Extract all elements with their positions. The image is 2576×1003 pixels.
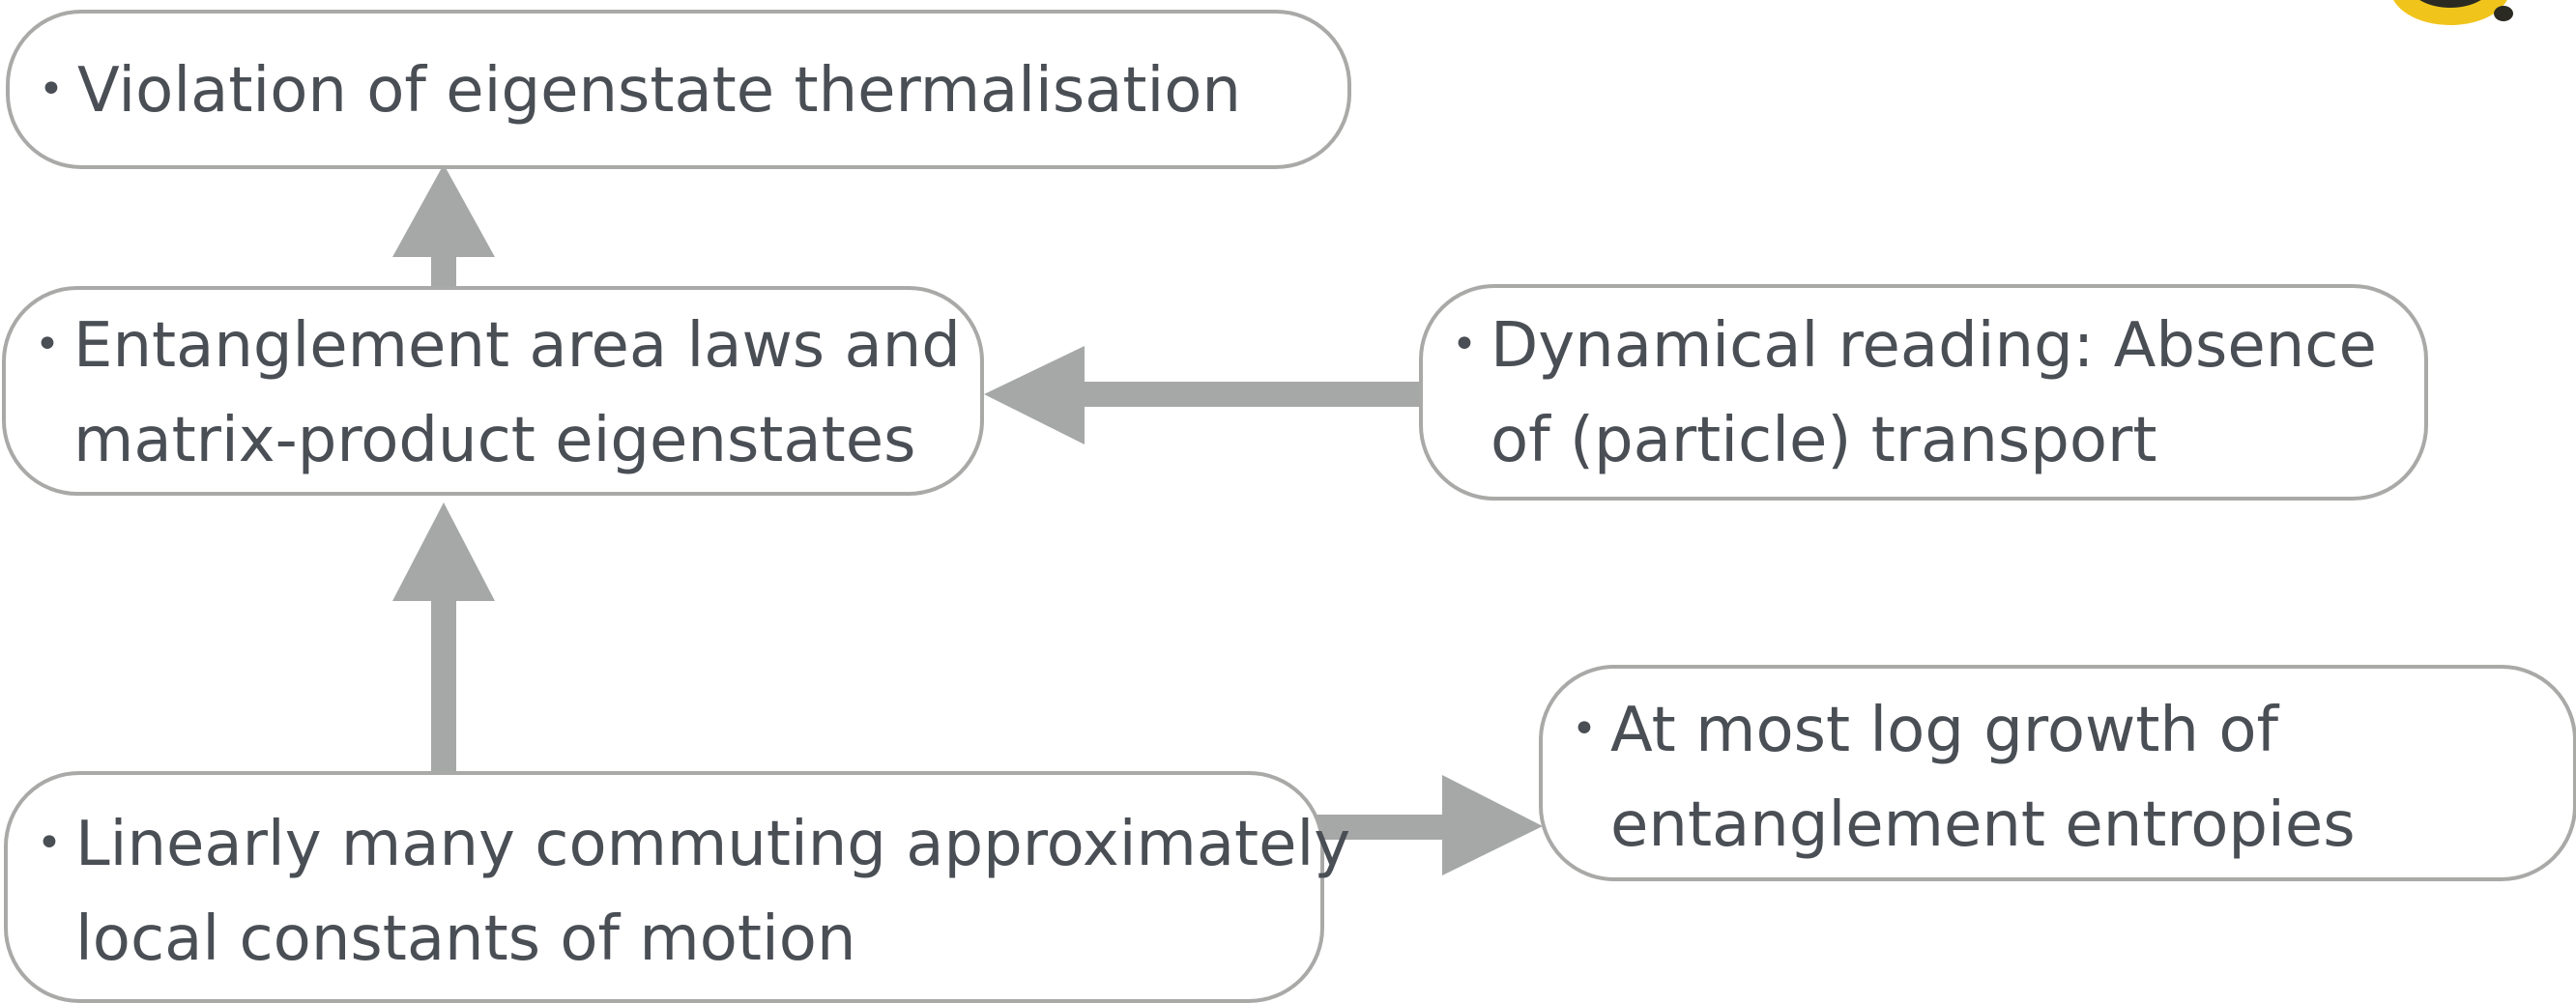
arrow-dynamical-to-arealaws — [984, 346, 1424, 444]
node-linearly: Linearly many commuting approximately lo… — [4, 771, 1350, 1003]
node-area-laws: Entanglement area laws and matrix-produc… — [2, 286, 984, 496]
partial-logo-icon — [2393, 0, 2513, 25]
node-violation: Violation of eigenstate thermalisation — [6, 10, 1351, 169]
node-log-growth-line-1: At most log growth of — [1572, 682, 2573, 778]
node-area-laws-line-1: Entanglement area laws and — [35, 298, 980, 393]
node-dynamical-line-2: of (particle) transport — [1491, 405, 2157, 476]
node-dynamical-line-1: Dynamical reading: Absence — [1452, 298, 2424, 393]
node-linearly-line-1: Linearly many commuting approximately — [37, 796, 1350, 892]
arrow-linearly-to-arealaws — [392, 502, 495, 773]
node-linearly-line-2: local constants of motion — [75, 903, 856, 975]
node-area-laws-line-2: matrix-product eigenstates — [73, 405, 916, 476]
node-log-growth-line-2: entanglement entropies — [1610, 789, 2356, 861]
node-dynamical: Dynamical reading: Absence of (particle)… — [1419, 284, 2428, 501]
node-log-growth: At most log growth of entanglement entro… — [1539, 665, 2576, 881]
arrow-arealaws-to-violation — [392, 164, 495, 290]
node-violation-line-1: Violation of eigenstate thermalisation — [39, 43, 1347, 138]
